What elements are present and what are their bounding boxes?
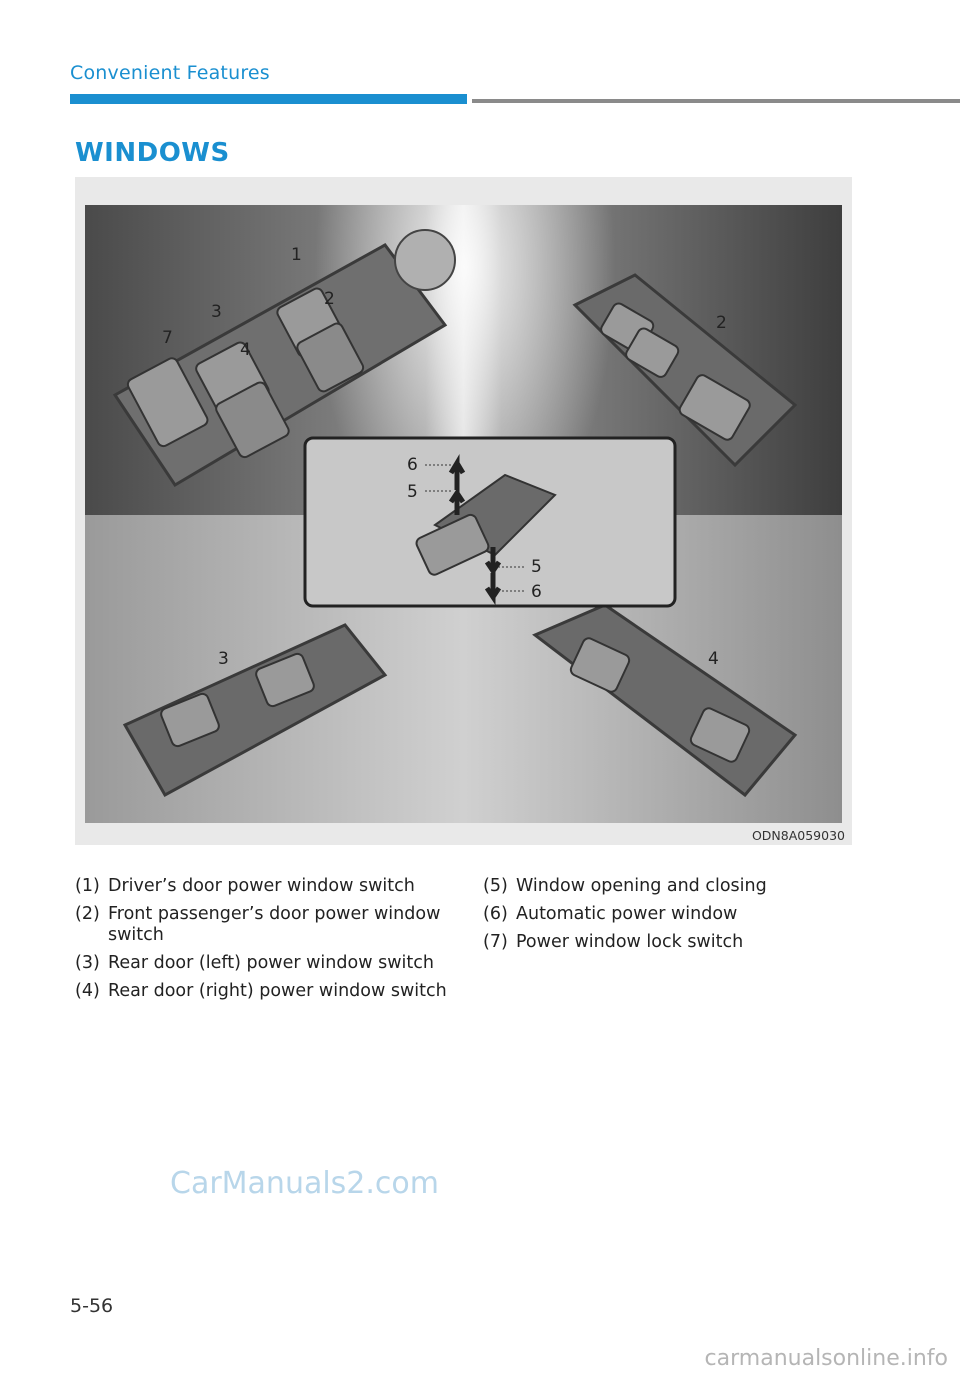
callout-5b: 5 xyxy=(531,557,542,577)
callout-labels: 1 2 2 3 3 4 4 6 5 5 6 7 xyxy=(162,245,727,669)
legend-number: (2) xyxy=(75,904,100,924)
legend-number: (6) xyxy=(483,904,508,924)
page-title: WINDOWS xyxy=(75,138,230,168)
legend-right: (5) Window opening and closing (6) Automat… xyxy=(483,876,863,960)
legend-text: Rear door (right) power window switch xyxy=(108,981,447,1001)
callout-6b: 6 xyxy=(531,582,542,602)
figure-code: ODN8A059030 xyxy=(751,828,845,843)
passenger-door-panel xyxy=(572,273,798,468)
callout-3: 3 xyxy=(211,302,222,322)
legend-number: (3) xyxy=(75,953,100,973)
callout-1: 1 xyxy=(291,245,302,265)
callout-4: 4 xyxy=(240,340,251,360)
rear-right-door-panel xyxy=(532,603,798,798)
callout-7: 7 xyxy=(162,328,173,348)
callout-2b: 2 xyxy=(716,313,727,333)
legend-number: (5) xyxy=(483,876,508,896)
window-switch-illustration: 1 2 2 3 3 4 4 6 5 5 6 7 xyxy=(85,205,842,823)
header-rule xyxy=(472,99,960,103)
watermark: CarManuals2.com xyxy=(170,1166,440,1201)
legend-text: Front passenger’s door power window swit… xyxy=(108,904,441,945)
section-title-header: Convenient Features xyxy=(70,62,270,84)
legend-item: (1) Driver’s door power window switch xyxy=(75,876,455,897)
legend-left: (1) Driver’s door power window switch (2)… xyxy=(75,876,455,1009)
window-switch-inset xyxy=(303,436,677,608)
legend-item: (3) Rear door (left) power window switch xyxy=(75,953,455,974)
legend-text: Rear door (left) power window switch xyxy=(108,953,434,973)
footer-site: carmanualsonline.info xyxy=(704,1346,948,1371)
callout-5: 5 xyxy=(407,482,418,502)
callout-6: 6 xyxy=(407,455,418,475)
page-number: 5-56 xyxy=(70,1295,114,1317)
legend-number: (4) xyxy=(75,981,100,1001)
legend-item: (6) Automatic power window xyxy=(483,904,863,925)
rear-left-door-panel xyxy=(122,623,388,798)
legend-item: (5) Window opening and closing xyxy=(483,876,863,897)
legend-item: (7) Power window lock switch xyxy=(483,932,863,953)
legend-item: (4) Rear door (right) power window switch xyxy=(75,981,455,1002)
driver-door-panel xyxy=(112,229,456,488)
callout-4b: 4 xyxy=(708,649,719,669)
legend-text: Window opening and closing xyxy=(516,876,767,896)
window-switch-figure: 1 2 2 3 3 4 4 6 5 5 6 7 ODN8A059030 xyxy=(75,177,852,845)
header-accent-bar xyxy=(70,94,467,104)
callout-2: 2 xyxy=(324,289,335,309)
legend-text: Power window lock switch xyxy=(516,932,744,952)
legend-text: Automatic power window xyxy=(516,904,738,924)
callout-3b: 3 xyxy=(218,649,229,669)
legend-text: Driver’s door power window switch xyxy=(108,876,415,896)
legend-number: (1) xyxy=(75,876,100,896)
legend-item: (2) Front passenger’s door power window s… xyxy=(75,904,455,946)
legend-number: (7) xyxy=(483,932,508,952)
